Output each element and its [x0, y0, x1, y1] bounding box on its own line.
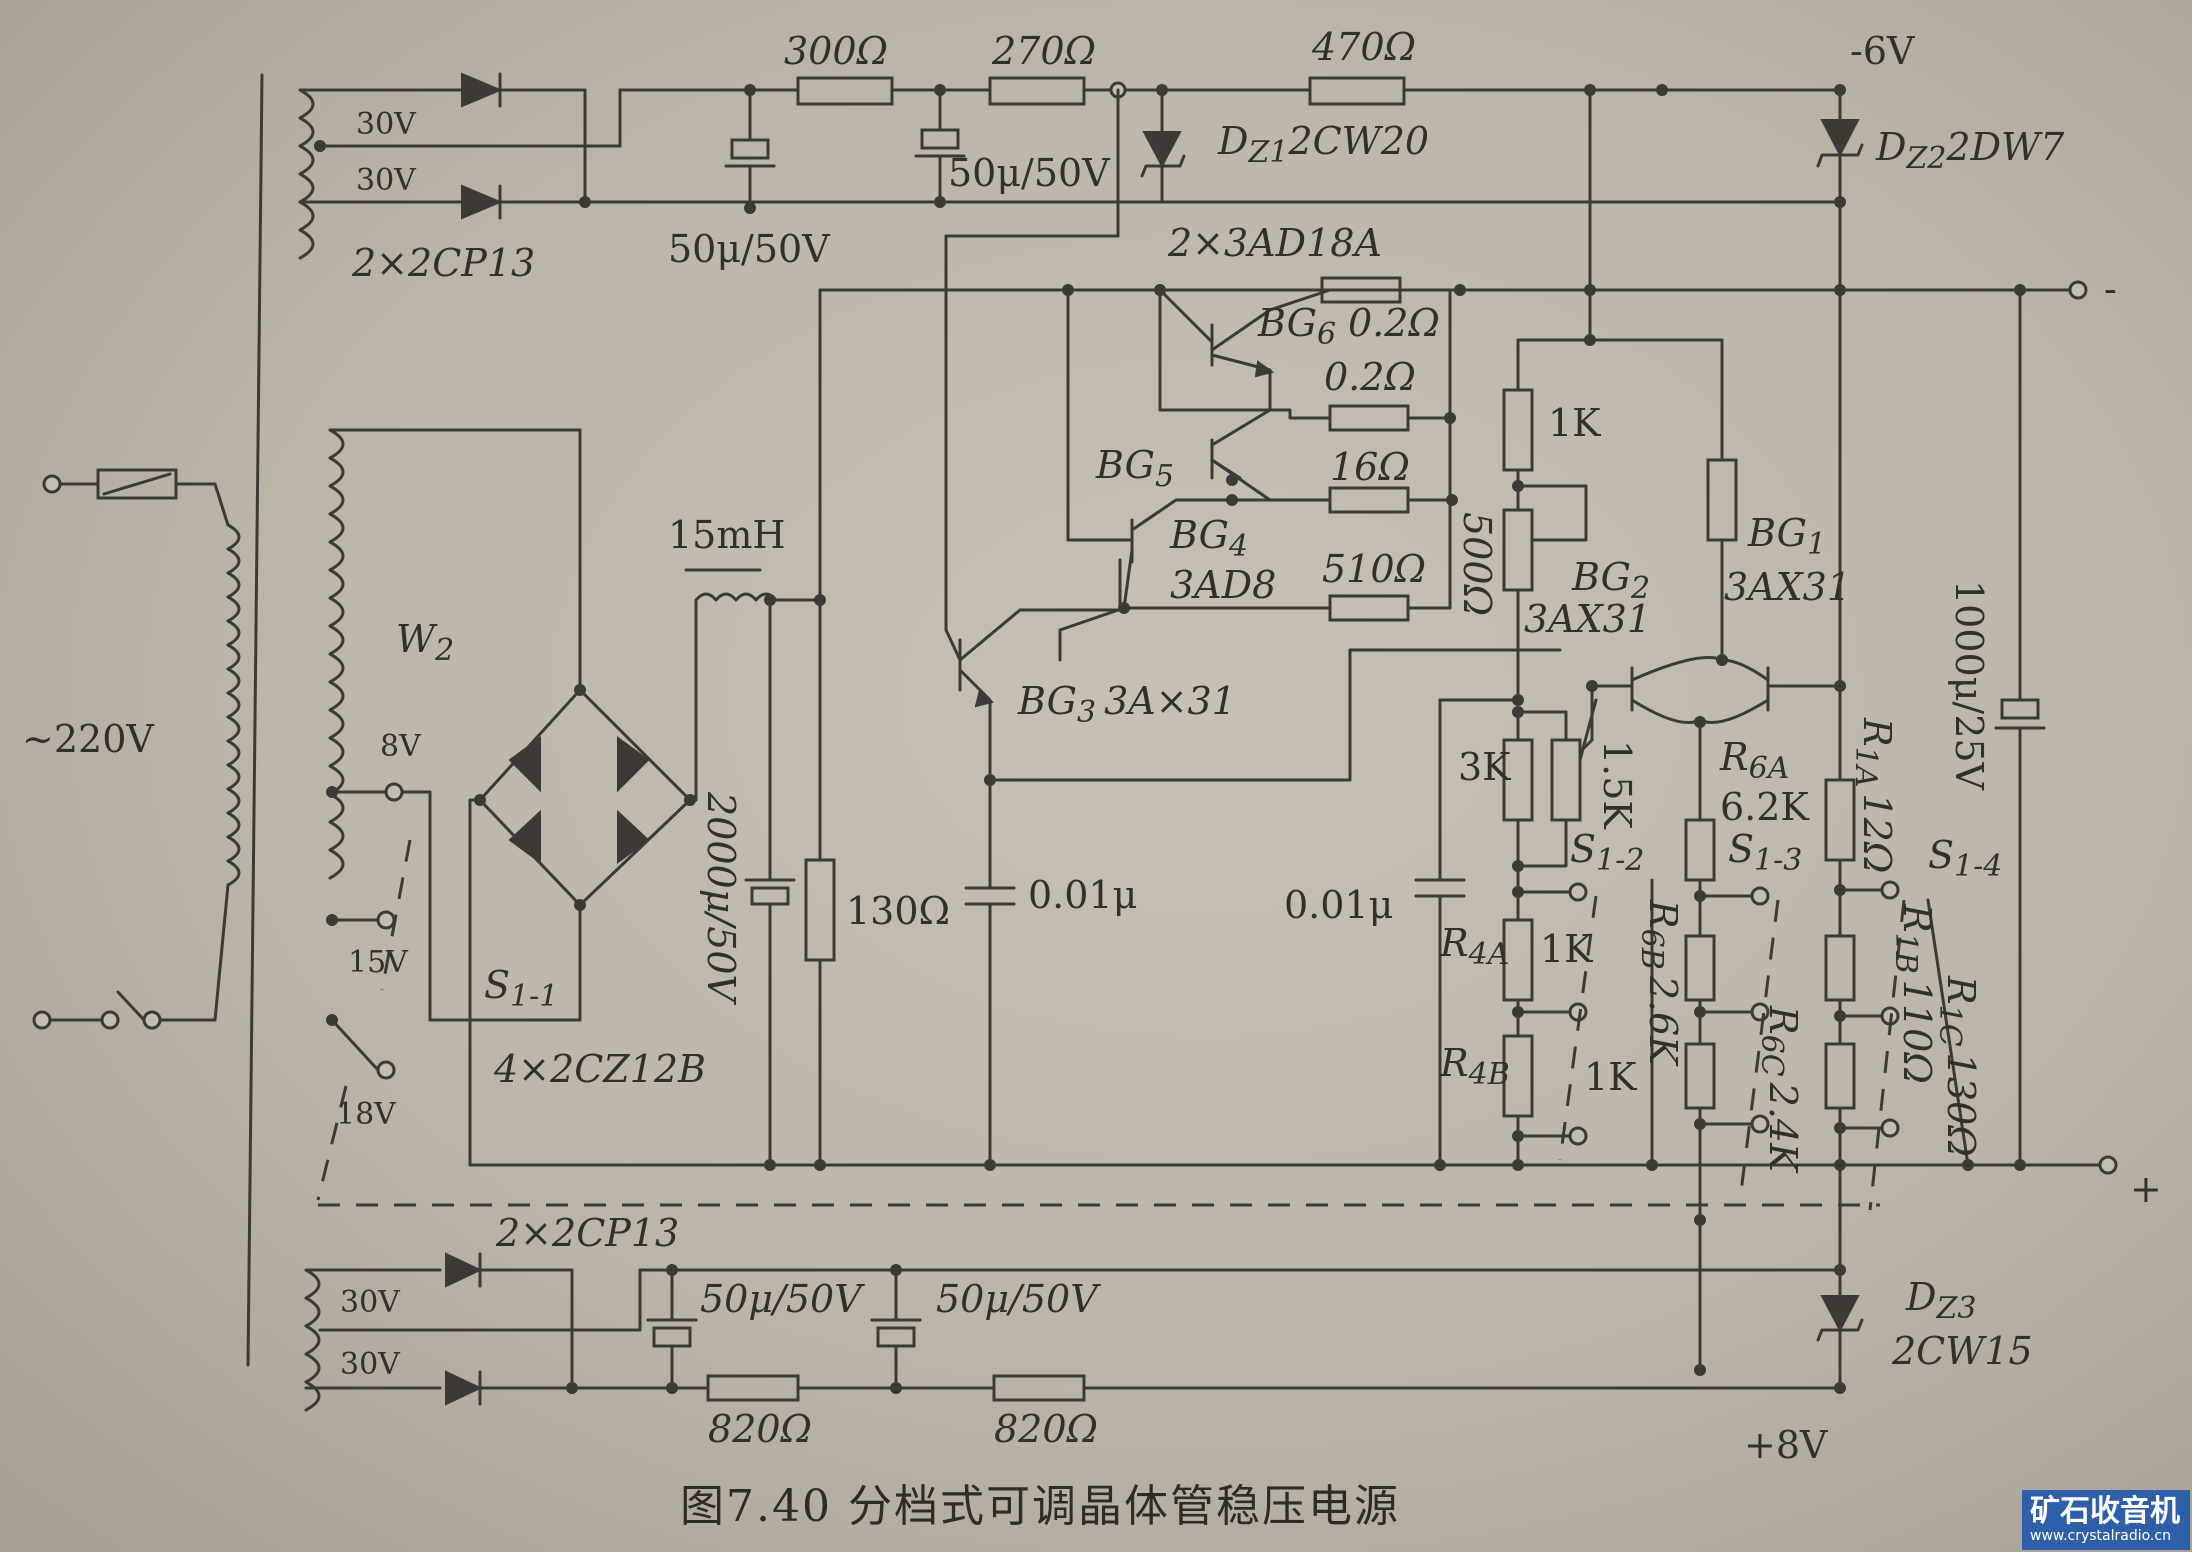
- bg1-type-label: 3AX31: [1724, 565, 1851, 609]
- r1c-label: R1C130Ω: [1932, 975, 1983, 1157]
- bg2-label: BG2: [1571, 555, 1650, 606]
- r1b-label: R1B110Ω: [1888, 903, 1939, 1084]
- neg6v-label: -6V: [1850, 29, 1915, 73]
- bg4-type-label: 3AD8: [1170, 563, 1276, 607]
- top-sec-30v-a: 30V: [356, 107, 417, 142]
- r300-label: 300Ω: [784, 29, 888, 73]
- top-sec-30v-b: 30V: [356, 163, 417, 198]
- c1000-label: 1000μ/25V: [1947, 580, 1991, 791]
- out-minus-label: -: [2104, 267, 2117, 311]
- r130-label: 130Ω: [846, 889, 950, 933]
- watermark-site-name: 矿石收音机: [2030, 1494, 2180, 1529]
- r6b-label: R6B2.6K: [1634, 899, 1685, 1067]
- bg2-type-label: 3AX31: [1524, 597, 1651, 641]
- dz3-type-label: 2CW15: [1891, 1329, 2033, 1373]
- mains-input: ~220V: [22, 468, 241, 1030]
- bot-diodes-label: 2×2CP13: [495, 1211, 679, 1255]
- r3k-label: 3K: [1458, 745, 1511, 789]
- r470-label: 470Ω: [1311, 25, 1416, 69]
- sampling-network: [1414, 288, 2118, 1372]
- r4b-value: 1K: [1584, 1055, 1637, 1099]
- r270-label: 270Ω: [991, 29, 1096, 73]
- r0-2b-label: 0.2Ω: [1324, 355, 1416, 399]
- r6a-value: 6.2K: [1720, 785, 1809, 829]
- dz1-label: DZ12CW20: [1217, 119, 1429, 170]
- r6c-label: R6C2.4K: [1754, 1005, 1805, 1174]
- bg6-label: BG6: [1257, 301, 1336, 352]
- bridge-label: 4×2CZ12B: [493, 1047, 706, 1091]
- bg6-pair-label: 2×3AD18A: [1167, 221, 1382, 265]
- l15-label: 15mH: [668, 513, 786, 557]
- bg1-label: BG1: [1747, 511, 1826, 562]
- s1-1-label: S1-1: [484, 963, 558, 1014]
- site-watermark-logo: 矿石收音机 www.crystalradio.cn: [2022, 1490, 2190, 1550]
- r1k-top-label: 1K: [1548, 401, 1601, 445]
- tap-18v-label: 18V: [336, 1097, 397, 1132]
- c50-top2-label: 50μ/50V: [948, 151, 1110, 195]
- pos8v-label: +8V: [1744, 1423, 1828, 1467]
- r6a-label: R6A: [1719, 735, 1789, 786]
- r16-label: 16Ω: [1330, 445, 1410, 489]
- r4a-label: R4A: [1439, 921, 1509, 972]
- dz2-label: DZ22DW7: [1875, 125, 2065, 176]
- mains-voltage-label: ~220V: [22, 717, 154, 761]
- r1-5k-label: 1.5K: [1595, 740, 1639, 829]
- w2-label: W2: [396, 617, 454, 668]
- c2000-label: 2000μ/50V: [699, 791, 743, 1006]
- r1a-label: R1A12Ω: [1848, 717, 1899, 873]
- s1-4-label: S1-4: [1928, 833, 2002, 884]
- top-supply: [298, 72, 1864, 260]
- c50-bot2-label: 50μ/50V: [936, 1277, 1101, 1321]
- bg5-label: BG5: [1095, 443, 1174, 494]
- r4b-label: R4B: [1439, 1041, 1510, 1092]
- tap-15v-label: 15V: [348, 945, 409, 980]
- figure-caption: 图7.40 分档式可调晶体管稳压电源: [680, 1481, 1400, 1532]
- bottom-supply: [304, 1252, 1864, 1412]
- r820b-label: 820Ω: [994, 1407, 1098, 1451]
- r500-label: 500Ω: [1455, 512, 1499, 616]
- bot-sec-30v-a: 30V: [340, 1285, 401, 1320]
- s1-3-label: S1-3: [1728, 827, 1802, 878]
- pass-transistors: [1058, 276, 2088, 662]
- r820a-label: 820Ω: [708, 1407, 812, 1451]
- top-diodes-label: 2×2CP13: [351, 241, 535, 285]
- out-plus-label: +: [2130, 1167, 2162, 1211]
- bg4-label: BG4: [1169, 513, 1248, 564]
- filter-and-bg3: [744, 88, 1562, 1171]
- c001b-label: 0.01μ: [1284, 883, 1393, 927]
- transformer-core: [246, 73, 264, 1367]
- r0-2a-label: 0.2Ω: [1348, 301, 1440, 345]
- dz3-label: DZ3: [1905, 1275, 1976, 1326]
- s1-2-label: S1-2: [1570, 827, 1644, 878]
- tap-8v-label: 8V: [380, 729, 422, 764]
- c50-top1-label: 50μ/50V: [668, 227, 830, 271]
- c001a-label: 0.01μ: [1028, 873, 1137, 917]
- watermark-url: www.crystalradio.cn: [2030, 1528, 2171, 1544]
- bot-sec-30v-b: 30V: [340, 1347, 401, 1382]
- r4a-value: 1K: [1540, 927, 1593, 971]
- main-secondary: [316, 428, 1880, 1207]
- r510-label: 510Ω: [1322, 547, 1426, 591]
- c50-bot1-label: 50μ/50V: [700, 1277, 865, 1321]
